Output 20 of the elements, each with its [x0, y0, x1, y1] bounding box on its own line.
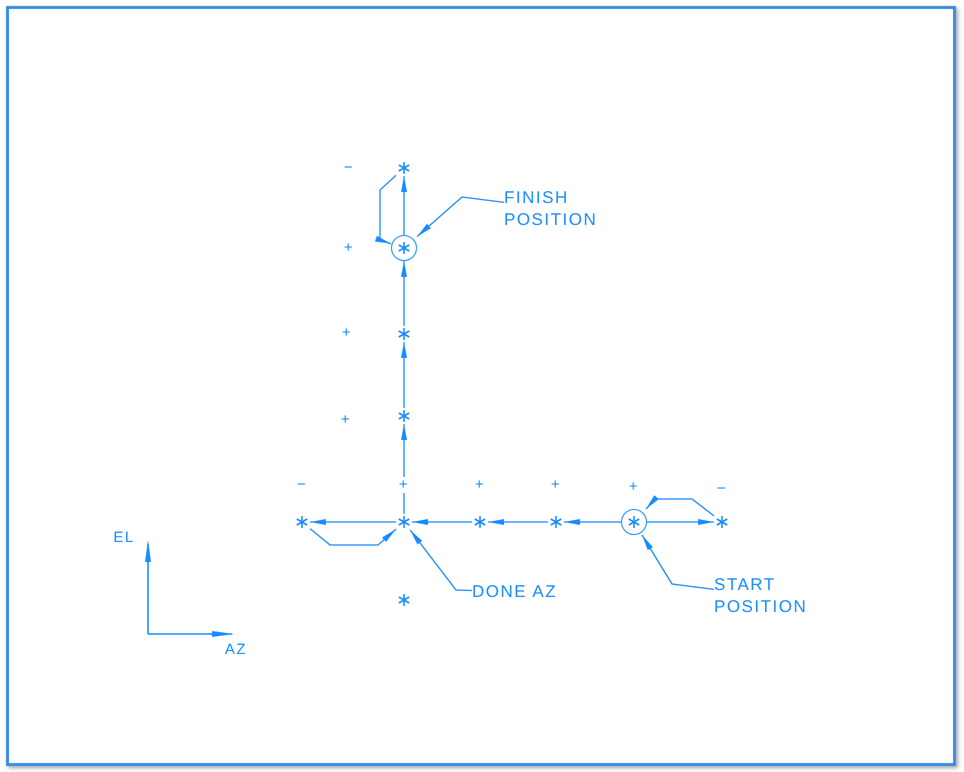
- leader-line: [416, 196, 504, 238]
- arrow: [412, 519, 472, 525]
- callout-label: DONE AZ: [472, 581, 592, 603]
- arrow: [310, 528, 396, 546]
- arrow: [401, 176, 407, 235]
- leader-line: [410, 530, 472, 592]
- arrow: [374, 174, 396, 244]
- arrow: [645, 495, 714, 516]
- arrow: [488, 519, 548, 525]
- arrow: [401, 261, 407, 326]
- circled-point: [391, 235, 417, 261]
- arrow: [564, 519, 621, 525]
- arrow: [647, 519, 714, 525]
- arrow: [401, 342, 407, 408]
- arrow: [310, 519, 396, 525]
- callout-label: START POSITION: [714, 574, 838, 618]
- leader-line: [641, 534, 714, 590]
- circled-point: [621, 509, 647, 535]
- callout-label: FINISH POSITION: [504, 187, 628, 231]
- arrow: [401, 424, 407, 514]
